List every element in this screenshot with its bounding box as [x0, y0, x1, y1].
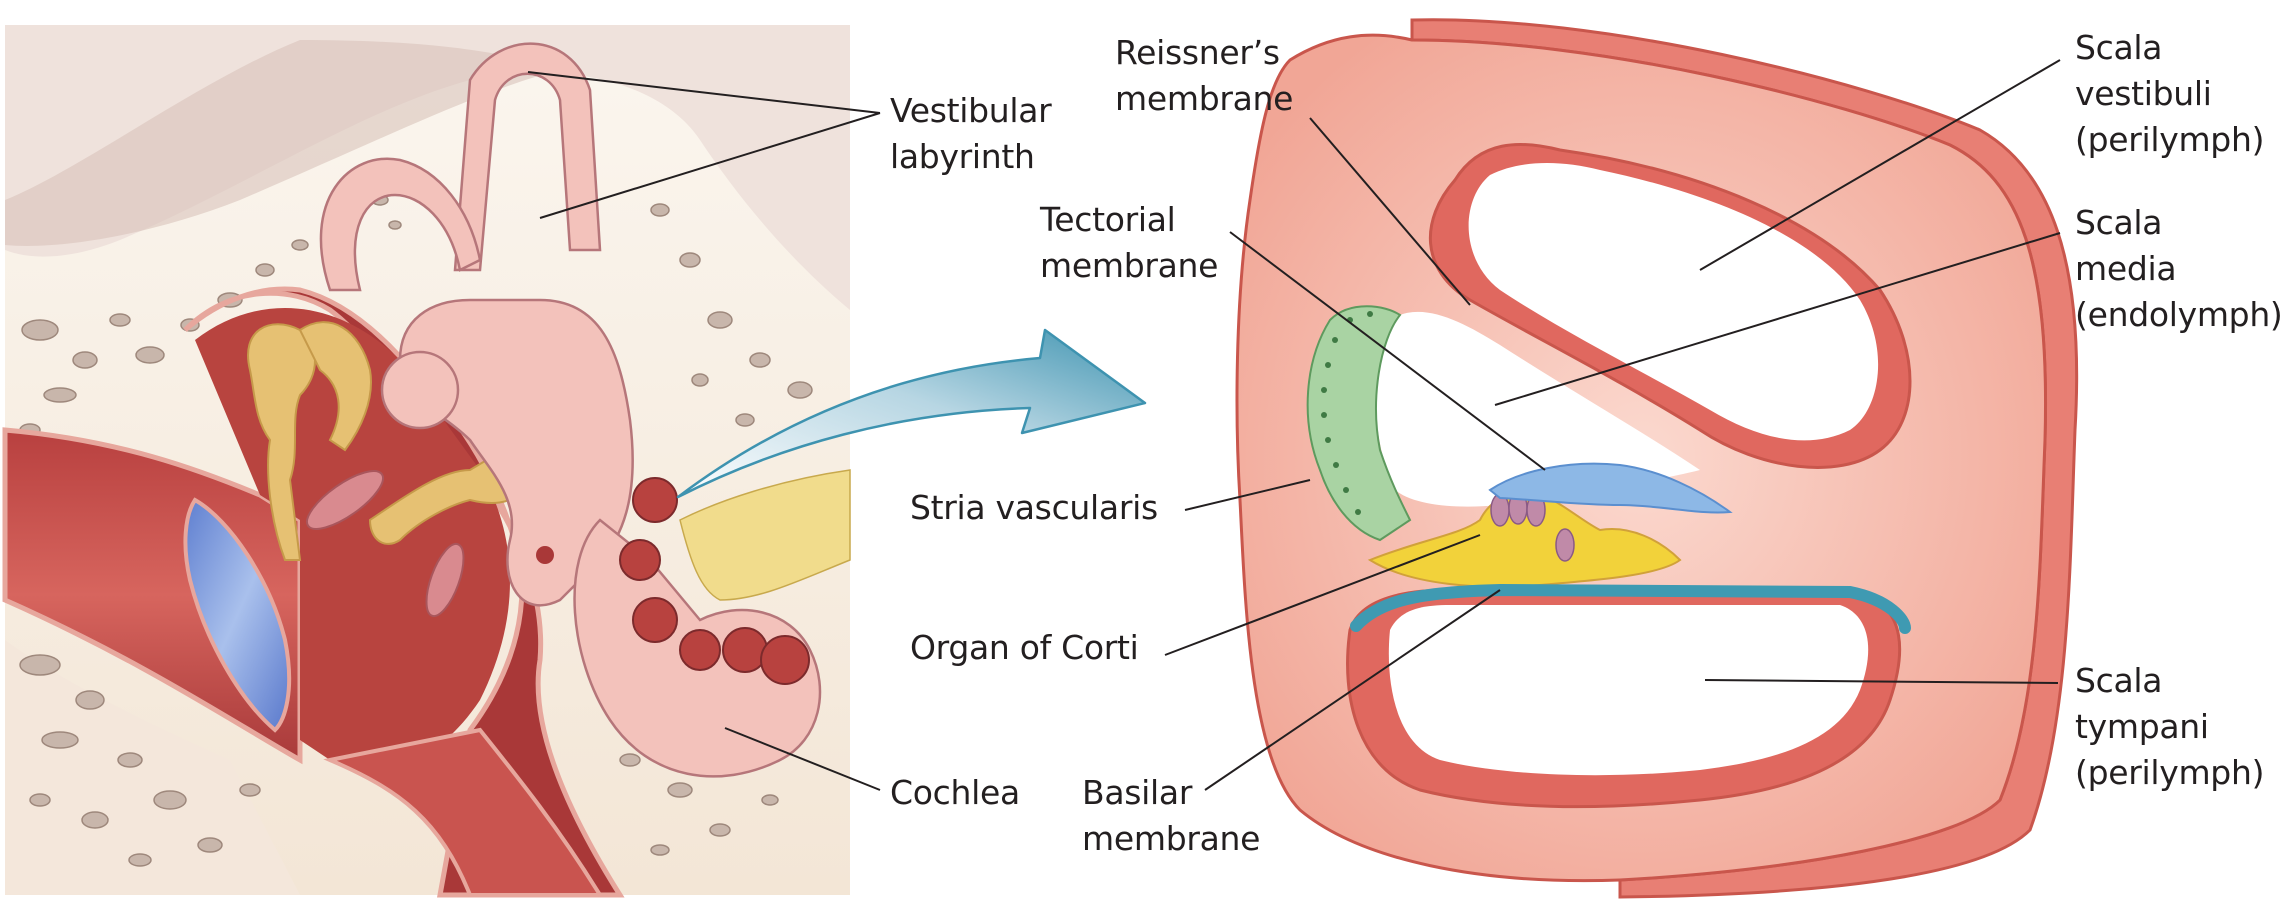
stapedius-muscle: [425, 542, 465, 618]
label-stria-vascularis: Stria vascularis: [910, 485, 1158, 531]
scala-media-space: [1375, 311, 1700, 507]
label-line: (endolymph): [2075, 295, 2283, 334]
malleus: [247, 323, 316, 561]
label-line: labyrinth: [890, 137, 1035, 176]
ampulla: [380, 350, 460, 430]
stria-vascularis: [1306, 305, 1412, 542]
label-basilar-membrane: Basilar membrane: [1082, 770, 1260, 862]
label-line: Scala: [2075, 203, 2163, 242]
label-line: tympani: [2075, 707, 2209, 746]
label-line: (perilymph): [2075, 753, 2265, 792]
label-line: Cochlea: [890, 773, 1020, 812]
label-line: membrane: [1115, 79, 1294, 118]
zoom-arrow: [676, 328, 1147, 499]
ear-canal: [2, 427, 303, 765]
label-line: Basilar: [1082, 773, 1193, 812]
label-line: vestibuli: [2075, 74, 2212, 113]
basilar-membrane: [1350, 583, 1911, 634]
cochlea-cross-section: [1164, 18, 2079, 899]
label-line: membrane: [1082, 819, 1261, 858]
eardrum: [183, 497, 292, 733]
tectorial-membrane: [1488, 462, 1733, 514]
tensor-tympani-muscle: [306, 470, 384, 530]
label-line: Organ of Corti: [910, 628, 1139, 667]
label-organ-of-corti: Organ of Corti: [910, 625, 1139, 671]
right-leader-lines: [1164, 59, 2061, 791]
label-line: (perilymph): [2075, 120, 2265, 159]
label-scala-vestibuli: Scala vestibuli (perilymph): [2075, 25, 2264, 163]
left-leader-lines: [527, 71, 881, 791]
label-scala-media: Scala media (endolymph): [2075, 200, 2283, 338]
label-reissners-membrane: Reissner’s membrane: [1115, 30, 1293, 122]
scala-tympani-space: [1388, 605, 1869, 776]
label-scala-tympani: Scala tympani (perilymph): [2075, 658, 2264, 796]
semicircular-canal-superior: [453, 42, 602, 272]
label-line: Reissner’s: [1115, 33, 1280, 72]
label-line: Tectorial: [1040, 200, 1176, 239]
round-window: [536, 546, 554, 564]
stria-cells: [1321, 311, 1373, 515]
eustachian-tube: [323, 727, 604, 897]
vestibular-labyrinth: [319, 42, 634, 607]
cochlea-illustration: [536, 469, 851, 778]
label-tectorial-membrane: Tectorial membrane: [1040, 197, 1218, 289]
scala-vestibuli-space: [1468, 163, 1879, 441]
label-cochlea: Cochlea: [890, 770, 1020, 816]
ear-illustration: [2, 25, 881, 898]
label-line: Scala: [2075, 28, 2163, 67]
label-line: membrane: [1040, 246, 1219, 285]
label-vestibular-labyrinth: Vestibular labyrinth: [890, 88, 1052, 180]
label-line: Vestibular: [890, 91, 1052, 130]
cochlear-nerve: [679, 469, 851, 601]
label-line: media: [2075, 249, 2177, 288]
incus: [298, 321, 372, 452]
label-line: Stria vascularis: [910, 488, 1158, 527]
label-line: Scala: [2075, 661, 2163, 700]
semicircular-canal-posterior: [319, 157, 482, 292]
upper-dura-shade: [5, 40, 560, 246]
